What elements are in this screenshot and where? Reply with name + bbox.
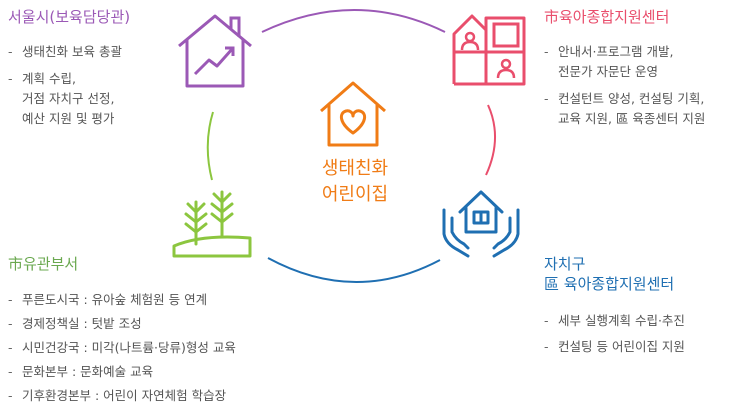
city-center-items: 안내서·프로그램 개발, 전문가 자문단 운영 컨설턴트 양성, 컨설팅 기획,… [544,42,705,129]
district-node: 자치구 區 육아종합지원센터 세부 실행계획 수립·추진 컨설팅 등 어린이집 … [544,254,685,357]
building-people-icon [452,14,526,86]
city-departments-node: 市유관부서 푸른도시국 : 유아숲 체험원 등 연계 경제정책실 : 텃밭 조성… [8,254,236,406]
district-title: 자치구 區 육아종합지원센터 [544,254,685,294]
list-item: 기후환경본부 : 어린이 자연체험 학습장 [8,386,236,406]
city-center-title: 市육아종합지원센터 [544,8,670,26]
center-title: 생태친화 어린이집 [290,156,420,208]
list-item: 문화본부 : 문화예술 교육 [8,362,236,382]
district-title-line1: 자치구 [544,255,586,273]
arc-bottom [267,257,441,283]
list-item: 세부 실행계획 수립·추진 [544,311,685,331]
house-heart-icon [320,81,386,147]
arc-top [261,9,446,33]
list-item: 컨설턴트 양성, 컨설팅 기획, 교육 지원, 區 육종센터 지원 [544,89,705,129]
list-item: 생태친화 보육 총괄 [8,42,130,62]
center-title-line2: 어린이집 [321,184,389,205]
arc-right [485,104,497,176]
list-item: 안내서·프로그램 개발, 전문가 자문단 운영 [544,42,705,82]
district-items: 세부 실행계획 수립·추진 컨설팅 등 어린이집 지원 [544,311,685,357]
list-item: 경제정책실 : 텃밭 조성 [8,314,236,334]
district-title-line2: 區 육아종합지원센터 [544,275,675,293]
house-growth-chart-icon [178,14,252,88]
list-item: 컨설팅 등 어린이집 지원 [544,337,685,357]
list-item: 계획 수립, 거점 자치구 선정, 예산 지원 및 평가 [8,69,130,129]
seoul-node: 서울시(보육담당관) 생태친화 보육 총괄 계획 수립, 거점 자치구 선정, … [8,7,130,129]
seoul-items: 생태친화 보육 총괄 계획 수립, 거점 자치구 선정, 예산 지원 및 평가 [8,42,130,129]
hands-holding-house-icon [442,190,520,258]
list-item: 푸른도시국 : 유아숲 체험원 등 연계 [8,290,236,310]
forest-trees-icon [172,190,252,258]
seoul-title: 서울시(보육담당관) [8,8,131,26]
city-center-node: 市육아종합지원센터 안내서·프로그램 개발, 전문가 자문단 운영 컨설턴트 양… [544,7,705,129]
list-item: 시민건강국 : 미각(나트륨·당류)형성 교육 [8,338,236,358]
center-title-line1: 생태친화 [321,158,389,179]
city-departments-title: 市유관부서 [8,255,79,273]
arc-left [206,111,214,181]
city-departments-items: 푸른도시국 : 유아숲 체험원 등 연계 경제정책실 : 텃밭 조성 시민건강국… [8,290,236,406]
